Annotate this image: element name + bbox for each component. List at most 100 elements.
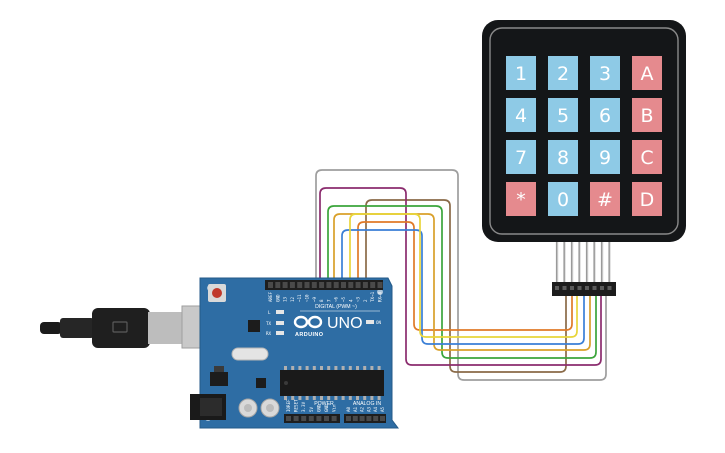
- jumper-wire[interactable]: [341, 229, 585, 345]
- power-pin[interactable]: [301, 416, 307, 421]
- key-face[interactable]: [590, 98, 620, 132]
- keypad-key[interactable]: 2: [548, 56, 578, 90]
- jumper-wire[interactable]: [365, 199, 567, 373]
- digital-pin[interactable]: [297, 282, 303, 288]
- keypad-key[interactable]: B: [632, 98, 662, 132]
- arduino-logo: ARDUINO UNO: [293, 315, 363, 338]
- keypad-key[interactable]: 6: [590, 98, 620, 132]
- chip-leg: [348, 366, 352, 370]
- key-face[interactable]: [548, 98, 578, 132]
- keypad-key[interactable]: 8: [548, 140, 578, 174]
- digital-pin-label: 13: [283, 296, 288, 302]
- analog-pin[interactable]: [373, 416, 379, 421]
- key-face[interactable]: [632, 140, 662, 174]
- jumper-wire[interactable]: [327, 205, 597, 359]
- analog-pin-label: A2: [360, 406, 365, 412]
- key-face[interactable]: [506, 140, 536, 174]
- keypad-key[interactable]: D: [632, 182, 662, 216]
- keypad-key[interactable]: *: [506, 182, 536, 216]
- digital-pin[interactable]: [304, 282, 310, 288]
- digital-pin[interactable]: [268, 282, 273, 288]
- digital-pin[interactable]: [282, 282, 288, 288]
- analog-pin[interactable]: [346, 416, 351, 421]
- key-face[interactable]: [632, 98, 662, 132]
- digital-pin[interactable]: [370, 282, 376, 288]
- key-label: 2: [557, 63, 569, 85]
- digital-pin[interactable]: [319, 282, 325, 288]
- keypad-key[interactable]: 4: [506, 98, 536, 132]
- keypad-key[interactable]: 3: [590, 56, 620, 90]
- analog-pin[interactable]: [359, 416, 365, 421]
- power-pin[interactable]: [308, 416, 314, 421]
- keypad-key[interactable]: 7: [506, 140, 536, 174]
- keypad-key[interactable]: #: [590, 182, 620, 216]
- jumper-wire[interactable]: [349, 213, 578, 338]
- jumper-wire[interactable]: [315, 169, 607, 381]
- analog-pin[interactable]: [352, 416, 358, 421]
- power-pin[interactable]: [286, 416, 291, 421]
- digital-pin[interactable]: [275, 282, 281, 288]
- digital-pin-label: ~6: [334, 296, 339, 302]
- key-label: 0: [557, 189, 569, 211]
- chip-notch: [284, 381, 288, 385]
- key-face[interactable]: [506, 98, 536, 132]
- key-face[interactable]: [632, 182, 662, 216]
- key-label: 3: [599, 63, 611, 85]
- digital-pin[interactable]: [341, 282, 346, 288]
- model-label: UNO: [327, 315, 363, 332]
- key-face[interactable]: [548, 182, 578, 216]
- mount-hole: [377, 289, 383, 295]
- digital-pin[interactable]: [348, 282, 354, 288]
- led-l: [276, 310, 284, 314]
- jumper-wire[interactable]: [333, 213, 591, 351]
- led-label-tx: TX: [266, 321, 272, 326]
- digital-pin[interactable]: [326, 282, 332, 288]
- power-pin[interactable]: [331, 416, 337, 421]
- keypad-key[interactable]: 5: [548, 98, 578, 132]
- chip-leg: [312, 396, 316, 400]
- power-pin[interactable]: [316, 416, 322, 421]
- key-face[interactable]: [632, 56, 662, 90]
- key-face[interactable]: [590, 182, 620, 216]
- keypad-key[interactable]: 0: [548, 182, 578, 216]
- digital-pin-holes: [268, 282, 383, 288]
- keypad-key[interactable]: A: [632, 56, 662, 90]
- atmega-body: [280, 370, 384, 396]
- digital-pin-label: 4: [348, 299, 353, 302]
- key-face[interactable]: [548, 56, 578, 90]
- analog-pin[interactable]: [366, 416, 372, 421]
- digital-pin[interactable]: [362, 282, 368, 288]
- keypad-key[interactable]: 9: [590, 140, 620, 174]
- reset-button-cap[interactable]: [212, 288, 222, 298]
- keypad-ribbon-cable: [555, 242, 611, 284]
- chip-leg: [284, 396, 287, 400]
- keypad-key[interactable]: 1: [506, 56, 536, 90]
- digital-pin[interactable]: [311, 282, 317, 288]
- jumper-wire[interactable]: [319, 187, 602, 366]
- power-pin[interactable]: [293, 416, 299, 421]
- digital-pin-label: RX←0: [378, 291, 383, 302]
- digital-pin[interactable]: [289, 282, 295, 288]
- key-face[interactable]: [590, 56, 620, 90]
- usb-icon: [112, 321, 128, 333]
- keypad-key[interactable]: C: [632, 140, 662, 174]
- chip-leg: [298, 396, 302, 400]
- key-label: 8: [557, 147, 569, 169]
- regulator-tab: [214, 366, 224, 372]
- key-face[interactable]: [548, 140, 578, 174]
- key-face[interactable]: [506, 56, 536, 90]
- digital-pin[interactable]: [377, 282, 383, 288]
- digital-pin[interactable]: [333, 282, 339, 288]
- analog-pin[interactable]: [380, 416, 385, 421]
- led-label-rx: RX: [266, 331, 272, 336]
- chip-leg: [284, 366, 287, 370]
- logo-infinity-right: [307, 315, 323, 329]
- jumper-wire[interactable]: [357, 221, 573, 331]
- power-pin[interactable]: [324, 416, 329, 421]
- digital-pin-label: ~10: [305, 294, 310, 302]
- digital-pin[interactable]: [355, 282, 361, 288]
- key-face[interactable]: [590, 140, 620, 174]
- connector-pin-holes: [555, 286, 612, 290]
- key-face[interactable]: [506, 182, 536, 216]
